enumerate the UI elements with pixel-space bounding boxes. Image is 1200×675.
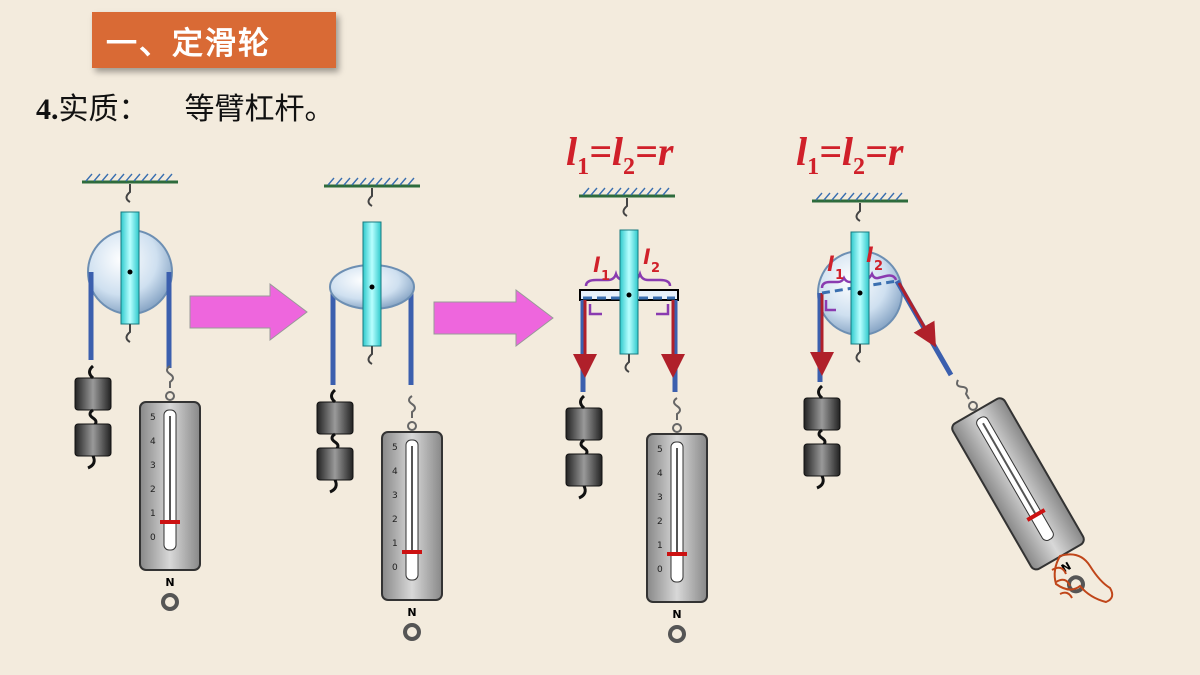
figure-1	[73, 172, 202, 611]
svg-text:1: 1	[601, 269, 610, 284]
svg-text:5: 5	[657, 445, 663, 455]
svg-text:1: 1	[392, 539, 398, 549]
scale-ticks-3: 5 4 3 2 1 0	[657, 445, 663, 575]
svg-text:4: 4	[392, 467, 398, 477]
svg-text:1: 1	[657, 541, 663, 551]
transform-arrow-1	[189, 282, 308, 342]
svg-text:2: 2	[392, 515, 398, 525]
scale-ticks-2: 5 4 3 2 1 0	[392, 443, 398, 573]
svg-text:l: l	[593, 253, 601, 277]
formula-1: l1=l2=r	[566, 129, 674, 180]
svg-text:0: 0	[150, 533, 156, 543]
heading-label: 实质：	[58, 92, 149, 127]
svg-text:4: 4	[657, 469, 663, 479]
svg-text:5: 5	[392, 443, 398, 453]
heading-number: 4.	[36, 93, 59, 126]
svg-text:3: 3	[392, 491, 398, 501]
svg-text:2: 2	[874, 259, 883, 274]
figure-3	[564, 186, 709, 643]
svg-text:l: l	[866, 243, 874, 267]
heading-answer: 等臂杠杆。	[184, 92, 335, 127]
svg-text:3: 3	[150, 461, 156, 471]
svg-text:1: 1	[835, 268, 844, 283]
svg-text:l: l	[827, 252, 835, 276]
section-title: 一、定滑轮	[106, 25, 271, 62]
svg-text:2: 2	[657, 517, 663, 527]
arm-labels-4: l 1 l 2	[827, 243, 883, 283]
svg-text:3: 3	[657, 493, 663, 503]
transform-arrow-2	[433, 288, 554, 348]
svg-text:4: 4	[150, 437, 156, 447]
svg-text:2: 2	[150, 485, 156, 495]
svg-text:1: 1	[150, 509, 156, 519]
heading: 4.实质： 等臂杠杆。	[36, 84, 335, 128]
figure-2	[315, 176, 444, 641]
svg-text:5: 5	[150, 413, 156, 423]
scale-ticks-1: 5 4 3 2 1 0	[150, 413, 156, 543]
svg-text:0: 0	[392, 563, 398, 573]
svg-text:2: 2	[651, 261, 660, 276]
arm-labels-3: l 1 l 2	[593, 245, 660, 284]
section-title-box: 一、定滑轮	[92, 12, 336, 68]
figure-4	[802, 191, 1114, 608]
svg-text:0: 0	[657, 565, 663, 575]
formula-2: l1=l2=r	[796, 129, 904, 180]
svg-text:l: l	[643, 245, 651, 269]
